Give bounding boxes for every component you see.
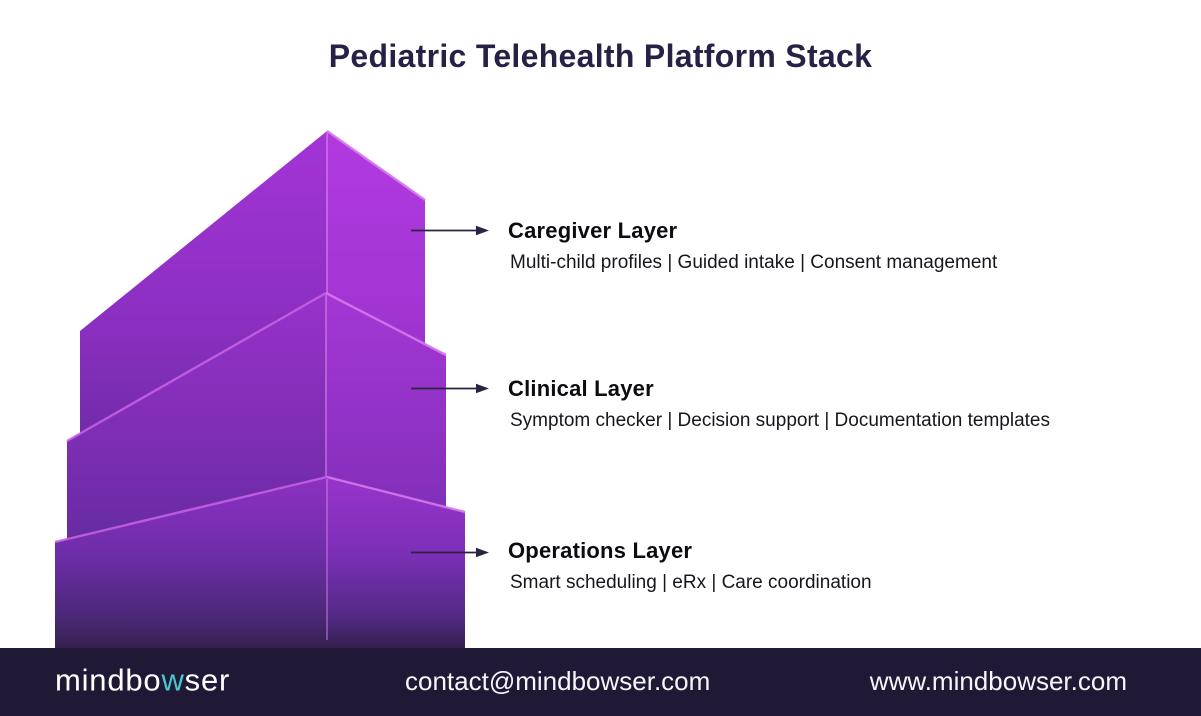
platform-stack-graphic [54, 130, 489, 648]
logo-text-accent: w [161, 662, 185, 698]
operations-layer-annotation: Operations Layer Smart scheduling | eRx … [508, 539, 872, 594]
caregiver-layer-annotation: Caregiver Layer Multi-child profiles | G… [508, 219, 997, 274]
operations-tier-shape [54, 475, 466, 648]
footer-bar: mindbowser contact@mindbowser.com www.mi… [0, 648, 1201, 716]
caregiver-layer-title: Caregiver Layer [508, 218, 678, 243]
caregiver-arrow [411, 225, 489, 236]
clinical-arrow [411, 383, 489, 394]
operations-layer-title: Operations Layer [508, 538, 693, 563]
logo-text-pre: mindbo [55, 662, 162, 698]
contact-email: contact@mindbowser.com [405, 665, 711, 696]
caregiver-layer-features: Multi-child profiles | Guided intake | C… [510, 252, 998, 273]
page-title: Pediatric Telehealth Platform Stack [328, 38, 873, 74]
operations-layer-features: Smart scheduling | eRx | Care coordinati… [510, 572, 872, 593]
mindbowser-logo: mindbowser [55, 663, 230, 699]
clinical-layer-title: Clinical Layer [508, 376, 654, 401]
operations-arrow [411, 547, 489, 558]
clinical-layer-annotation: Clinical Layer Symptom checker | Decisio… [508, 377, 1050, 432]
clinical-layer-features: Symptom checker | Decision support | Doc… [510, 410, 1050, 431]
website-url: www.mindbowser.com [869, 665, 1127, 696]
logo-text-post: ser [184, 662, 231, 698]
